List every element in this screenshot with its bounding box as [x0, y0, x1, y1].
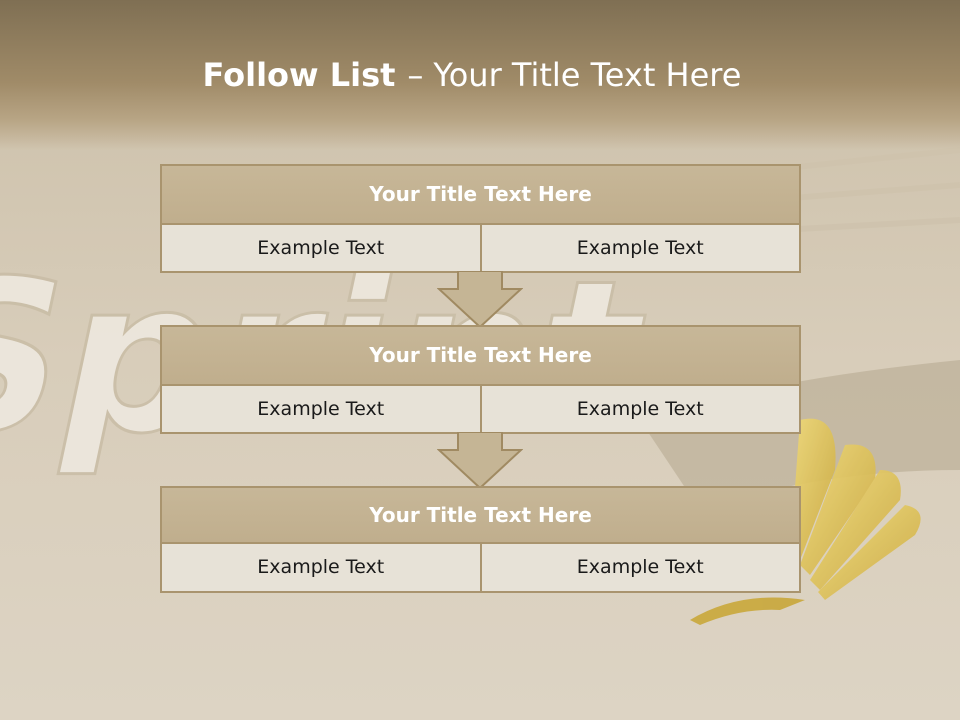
- block-cell-right: Example Text: [479, 386, 799, 432]
- header-band: [0, 0, 960, 150]
- sprint-fan-logo-icon: [690, 418, 921, 625]
- slide-title-rest: Your Title Text Here: [433, 56, 742, 94]
- block-cell-left: Example Text: [162, 544, 480, 591]
- slide-title: Follow List–Your Title Text Here: [0, 52, 944, 98]
- down-arrow-icon: [437, 271, 523, 329]
- slide-title-dash: –: [407, 56, 424, 94]
- block-title: Your Title Text Here: [162, 327, 799, 386]
- block-title: Your Title Text Here: [162, 488, 799, 544]
- down-arrow-icon: [437, 432, 523, 490]
- block-cell-left: Example Text: [162, 386, 480, 432]
- block-row: Example Text Example Text: [162, 386, 799, 432]
- list-block-3: Your Title Text Here Example Text Exampl…: [160, 486, 801, 593]
- block-cell-left: Example Text: [162, 225, 480, 271]
- block-title: Your Title Text Here: [162, 166, 799, 225]
- list-block-2: Your Title Text Here Example Text Exampl…: [160, 325, 801, 434]
- block-cell-right: Example Text: [479, 544, 799, 591]
- block-row: Example Text Example Text: [162, 225, 799, 271]
- block-row: Example Text Example Text: [162, 544, 799, 591]
- slide-title-bold: Follow List: [202, 56, 396, 94]
- block-cell-right: Example Text: [479, 225, 799, 271]
- list-block-1: Your Title Text Here Example Text Exampl…: [160, 164, 801, 273]
